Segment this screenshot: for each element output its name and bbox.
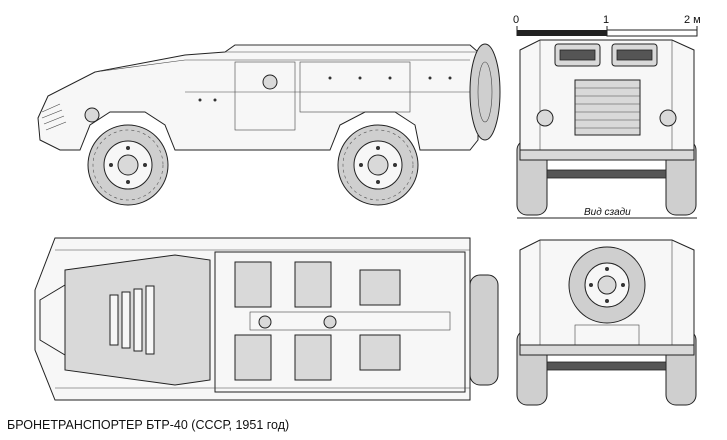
rear-view-label: Вид сзади bbox=[584, 207, 631, 218]
scale-label-2: 2 м bbox=[684, 14, 701, 26]
figure-caption: БРОНЕТРАНСПОРТЕР БТР-40 (СССР, 1951 год) bbox=[7, 418, 290, 432]
rear-view bbox=[516, 239, 697, 406]
scale-bar bbox=[516, 26, 698, 37]
side-view bbox=[37, 43, 501, 206]
scale-label-1: 1 bbox=[603, 14, 610, 26]
front-view bbox=[516, 39, 697, 219]
top-view bbox=[34, 237, 499, 401]
scale-label-0: 0 bbox=[513, 14, 520, 26]
